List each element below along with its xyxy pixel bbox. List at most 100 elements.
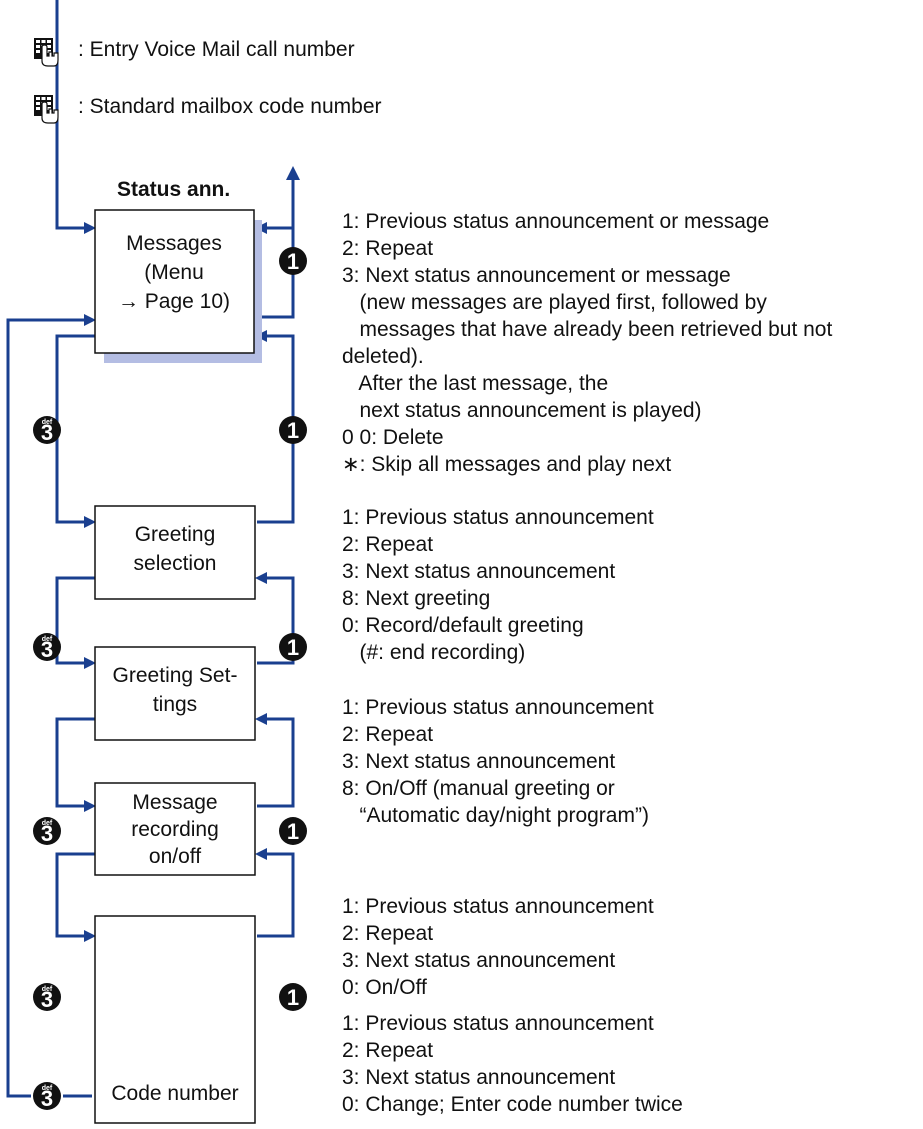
- link-messages-greeting-left: [55, 334, 95, 524]
- box-line: → Page 10): [118, 290, 230, 313]
- key-1-icon: 1: [279, 983, 307, 1011]
- box-line: Greeting: [135, 523, 216, 546]
- desc-line: 0: On/Off: [342, 976, 427, 999]
- arrowhead-right: [84, 930, 96, 942]
- desc-message-recording: 1: Previous status announcement 2: Repea…: [342, 895, 654, 999]
- desc-line: (#: end recording): [342, 641, 525, 664]
- arrowhead-left: [255, 848, 267, 860]
- box-line: selection: [134, 552, 217, 575]
- desc-line: 8: On/Off (manual greeting or: [342, 777, 615, 800]
- key-label: 1: [287, 819, 299, 844]
- key-label: 1: [287, 985, 299, 1010]
- entry-mailbox-code: : Standard mailbox code number: [34, 95, 382, 124]
- desc-line: 1: Previous status announcement: [342, 1012, 654, 1035]
- key-sublabel: def: [42, 820, 53, 827]
- desc-line: 8: Next greeting: [342, 587, 490, 610]
- key-1-icon: 1: [279, 817, 307, 845]
- desc-line: 3: Next status announcement or message: [342, 264, 731, 287]
- arrowhead-up: [286, 166, 300, 180]
- box-greeting-settings: Greeting Set- tings: [94, 646, 256, 741]
- key-label: 3: [41, 987, 53, 1012]
- desc-messages: 1: Previous status announcement or messa…: [342, 210, 832, 476]
- desc-line: 2: Repeat: [342, 1039, 433, 1062]
- box-line: Message: [132, 791, 217, 814]
- box-code-number: Code number: [94, 915, 256, 1124]
- desc-code-number: 1: Previous status announcement 2: Repea…: [342, 1012, 683, 1116]
- key-1-icon: 1: [279, 247, 307, 275]
- desc-line: 2: Repeat: [342, 723, 433, 746]
- box-line: tings: [153, 693, 197, 716]
- box-line: (Menu: [144, 261, 204, 284]
- desc-line: deleted).: [342, 345, 424, 368]
- entry-line: [55, 0, 90, 230]
- flow-arrowheads: [84, 166, 300, 942]
- desc-line: “Automatic day/night program”): [342, 804, 649, 827]
- desc-line: 3: Next status announcement: [342, 560, 615, 583]
- desc-line: 2: Repeat: [342, 237, 433, 260]
- arrowhead-left: [255, 572, 267, 584]
- desc-line: 1: Previous status announcement: [342, 506, 654, 529]
- key-3-def-icon: def 3: [33, 416, 61, 445]
- arrowhead-right: [84, 657, 96, 669]
- box-line: Greeting Set-: [113, 664, 238, 687]
- key-sublabel: def: [42, 986, 53, 993]
- arrowhead-right: [84, 800, 96, 812]
- key-label: 3: [41, 1086, 53, 1111]
- desc-greeting-settings: 1: Previous status announcement 2: Repea…: [342, 696, 654, 827]
- key-label: 3: [41, 637, 53, 662]
- box-frame: [94, 646, 256, 741]
- arrowhead-right: [84, 222, 96, 234]
- desc-line: 3: Next status announcement: [342, 750, 615, 773]
- key-label: 3: [41, 420, 53, 445]
- link-recording-code-left: [55, 852, 95, 938]
- key-label: 1: [287, 249, 299, 274]
- box-line: recording: [131, 818, 219, 841]
- arrowhead-right: [84, 516, 96, 528]
- entry-mailbox-code-text: : Standard mailbox code number: [78, 95, 382, 118]
- key-3-def-icon: def 3: [33, 633, 61, 662]
- key-1-icon: 1: [279, 416, 307, 444]
- entry-call-number: : Entry Voice Mail call number: [34, 38, 355, 67]
- key-sublabel: def: [42, 636, 53, 643]
- link-settings-recording-left: [55, 717, 95, 808]
- desc-line: 0 0: Delete: [342, 426, 444, 449]
- desc-line: 2: Repeat: [342, 533, 433, 556]
- key-3-def-icon: def 3: [33, 817, 61, 846]
- box-line: Code number: [111, 1082, 238, 1105]
- link-settings-greeting-right: [257, 576, 295, 665]
- desc-line: ∗: Skip all messages and play next: [342, 453, 671, 476]
- box-greeting-selection: Greeting selection: [94, 505, 256, 600]
- desc-line: 3: Next status announcement: [342, 949, 615, 972]
- key-label: 1: [287, 635, 299, 660]
- desc-line: (new messages are played first, followed…: [342, 291, 767, 314]
- box-frame: [94, 505, 256, 600]
- desc-line: 3: Next status announcement: [342, 1066, 615, 1089]
- box-frame: [94, 782, 256, 876]
- link-code-recording-right: [257, 852, 295, 938]
- desc-line: 0: Record/default greeting: [342, 614, 584, 637]
- key-sublabel: def: [42, 419, 53, 426]
- key-1-icon: 1: [279, 633, 307, 661]
- key-sublabel: def: [42, 1085, 53, 1092]
- arrowhead-right: [84, 314, 96, 326]
- desc-line: messages that have already been retrieve…: [342, 318, 832, 341]
- key-3-def-icon: def 3: [31, 1080, 63, 1112]
- desc-line: After the last message, the: [342, 372, 608, 395]
- key-3-def-icon: def 3: [33, 983, 61, 1012]
- link-greeting-settings-left: [55, 576, 95, 665]
- arrowhead-left: [255, 713, 267, 725]
- box-line: Messages: [126, 232, 222, 255]
- desc-greeting-selection: 1: Previous status announcement 2: Repea…: [342, 506, 654, 664]
- entry-call-number-text: : Entry Voice Mail call number: [78, 38, 355, 61]
- key-label: 1: [287, 418, 299, 443]
- desc-line: 1: Previous status announcement or messa…: [342, 210, 769, 233]
- desc-line: 1: Previous status announcement: [342, 895, 654, 918]
- keypad-hand-icon: [34, 38, 59, 67]
- box-frame: [94, 209, 255, 354]
- box-line: on/off: [149, 845, 201, 868]
- desc-line: 2: Repeat: [342, 922, 433, 945]
- link-recording-settings-right: [257, 717, 295, 808]
- desc-line: next status announcement is played): [342, 399, 702, 422]
- desc-line: 0: Change; Enter code number twice: [342, 1093, 683, 1116]
